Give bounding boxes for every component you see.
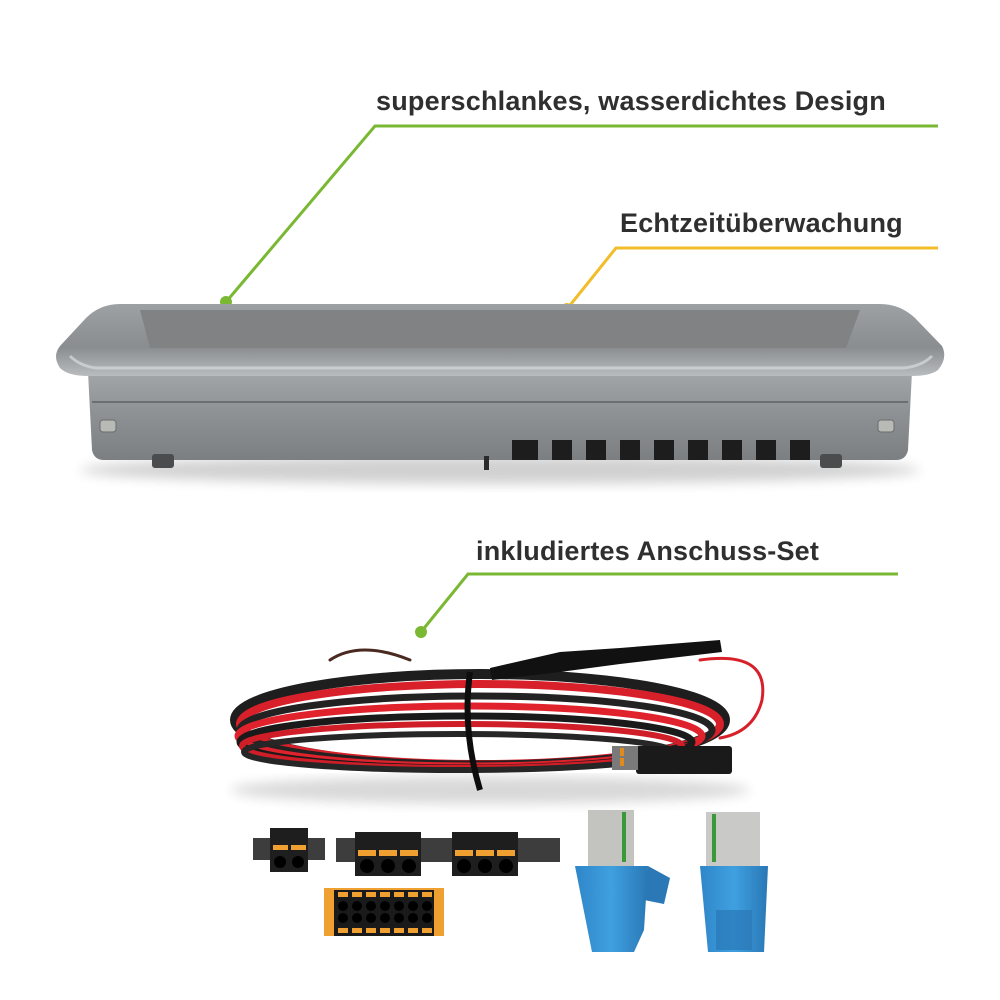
callout-kit-label: inkludiertes Anschuss-Set <box>476 536 820 566</box>
terminal-block-2pin <box>253 828 325 872</box>
callout-design-label: superschlankes, wasserdichtes Design <box>376 86 886 116</box>
terminal-block-3pin-b <box>440 832 560 876</box>
callout-monitoring-label: Echtzeitüberwachung <box>620 208 903 238</box>
callout-design-line <box>220 124 938 308</box>
display-device <box>56 304 945 484</box>
power-cable-set <box>230 640 765 804</box>
rj45-plug-left <box>575 810 670 952</box>
rj45-plug-right <box>700 812 768 952</box>
terminal-block-14pin <box>324 888 444 936</box>
callout-kit-line <box>415 572 898 638</box>
